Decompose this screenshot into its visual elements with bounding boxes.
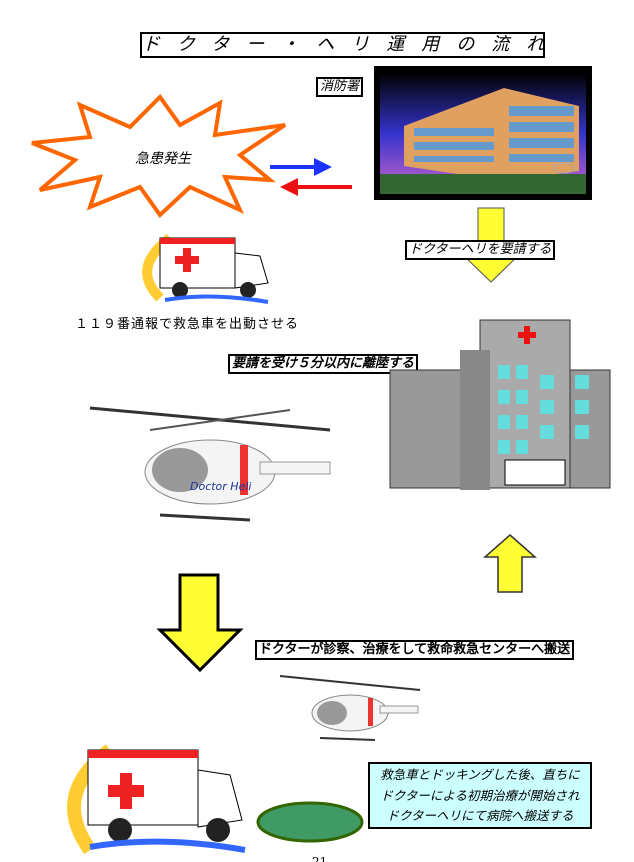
heli-logo: Doctor Heli: [190, 480, 251, 493]
arrow-right-icon: [270, 158, 332, 176]
takeoff-label: 要請を受け５分以内に離陸する: [228, 354, 419, 374]
docking-info-box: 救急車とドッキングした後、直ちに ドクターによる初期治療が開始され ドクターヘリ…: [368, 762, 592, 829]
docking-line: ドクターによる初期治療が開始され: [380, 787, 580, 803]
fire-station-image: [374, 66, 592, 200]
transport-label: ドクターが診察、治療をして救命救急センターへ搬送: [255, 640, 575, 660]
page-title: ドクター・ヘリ運用の流れ: [140, 32, 545, 58]
request-heli-label: ドクターヘリを要請する: [405, 240, 556, 260]
ambulance-image: [142, 234, 269, 304]
page-number: 21: [312, 855, 328, 862]
arrow-left-icon: [280, 178, 352, 196]
helicopter-image: Doctor Heli: [89, 406, 331, 522]
hospital-image: [389, 319, 611, 490]
arrow-down-large-icon: [156, 573, 244, 673]
emergency-burst-icon: [31, 93, 287, 219]
helicopter-small-image: [279, 675, 421, 741]
ambulance-large-image: [67, 744, 246, 855]
dispatch-ambulance-text: １１９番通報で救急車を出動させる: [75, 317, 300, 332]
landing-pad: [256, 801, 364, 843]
emergency-label: 急患発生: [135, 151, 191, 167]
arrow-up-icon: [483, 534, 537, 593]
docking-line: 救急車とドッキングした後、直ちに: [380, 767, 580, 782]
docking-line: ドクターヘリにて病院へ搬送する: [386, 808, 574, 823]
fire-station-label: 消防署: [316, 77, 364, 97]
